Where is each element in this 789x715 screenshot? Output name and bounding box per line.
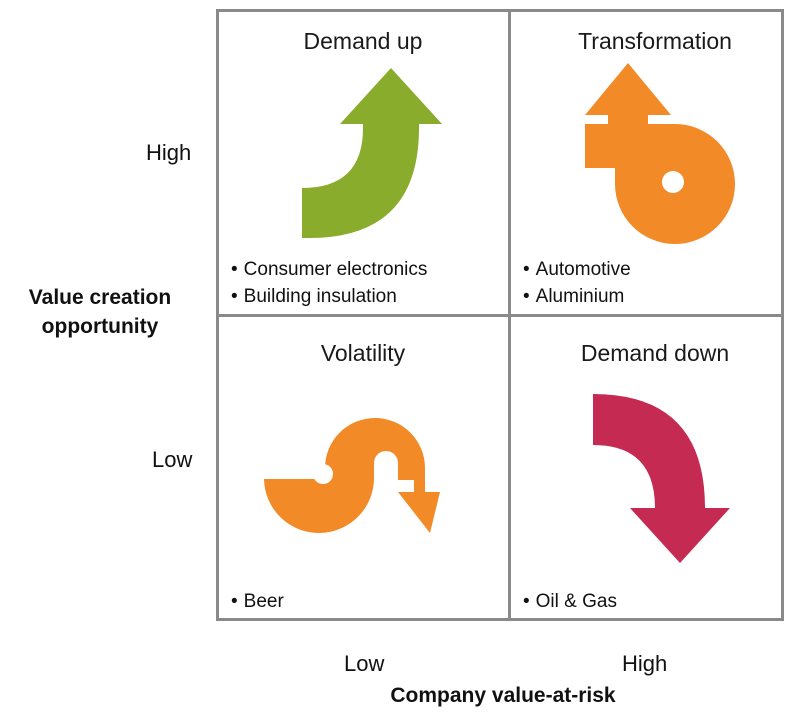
quadrant-title-demand-down: Demand down (580, 340, 730, 366)
list-item: Oil & Gas (523, 588, 617, 615)
y-axis-title-line2: opportunity (41, 315, 159, 338)
quadrant-items-demand-up: Consumer electronics Building insulation (231, 256, 428, 310)
y-axis-low-label: Low (152, 447, 193, 472)
list-item: Building insulation (231, 283, 427, 310)
x-axis-title: Company value-at-risk (390, 684, 616, 707)
quadrant-title-demand-up: Demand up (303, 28, 423, 54)
y-axis-title-line1: Value creation (28, 286, 172, 309)
demand-down-arrow-icon (593, 394, 730, 563)
quadrant-items-demand-down: Oil & Gas (523, 588, 617, 615)
list-item: Beer (231, 588, 284, 615)
y-axis-high-label: High (146, 140, 192, 165)
matrix-horizontal-divider (216, 314, 784, 317)
x-axis-low-label: Low (344, 651, 385, 676)
quadrant-items-volatility: Beer (231, 588, 284, 615)
demand-up-arrow-icon (302, 68, 442, 238)
list-item: Aluminium (523, 283, 631, 310)
list-item: Consumer electronics (231, 256, 428, 283)
quadrant-title-volatility: Volatility (320, 340, 406, 366)
x-axis-high-label: High (622, 651, 668, 676)
volatility-arrow-icon (264, 418, 440, 534)
list-item: Automotive (523, 256, 631, 283)
transformation-arrow-icon (585, 63, 735, 244)
y-axis-title: Value creation opportunity (0, 283, 200, 341)
quadrant-items-transformation: Automotive Aluminium (523, 256, 631, 310)
quadrant-title-transformation: Transformation (578, 28, 732, 54)
